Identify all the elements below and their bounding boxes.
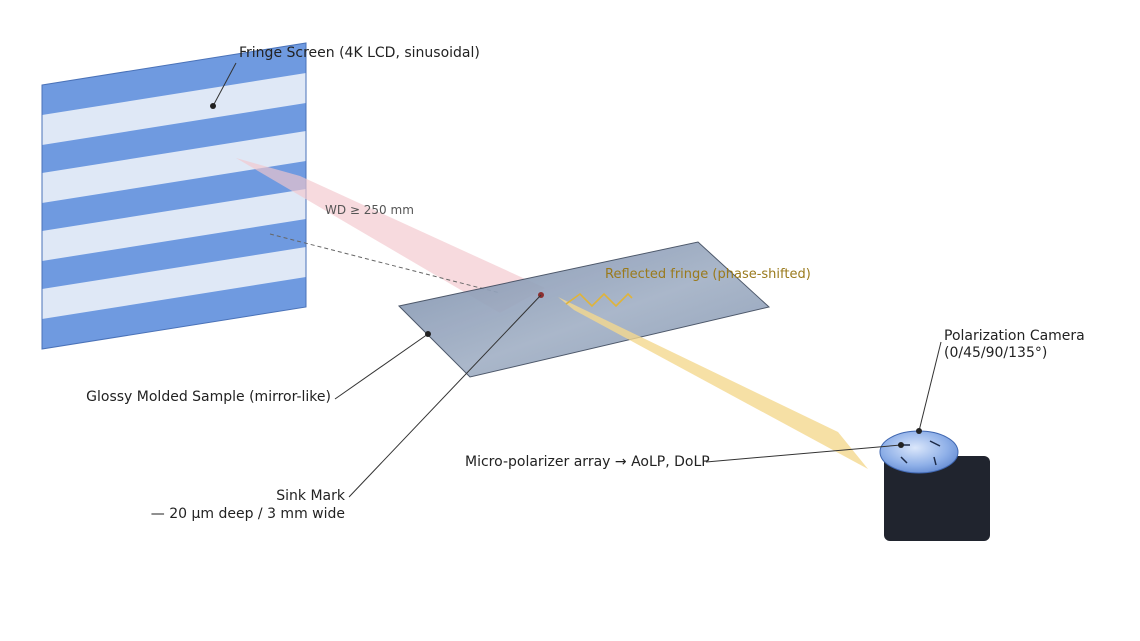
fringe-stripe-light [42, 131, 306, 203]
fringe-stripe-light [42, 73, 306, 145]
working-distance-line [269, 233, 501, 294]
camera-angles: (0/45/90/135°) [944, 345, 1047, 361]
fringe-stripe-light [42, 247, 306, 319]
reflected-fringe-label: Reflected fringe (phase-shifted) [605, 267, 811, 282]
fringe-stripe-light [42, 189, 306, 261]
fringe-screen [41, 42, 307, 350]
working-distance-label: WD ≥ 250 mm [325, 203, 414, 217]
micro-polarizer-label: Micro-polarizer array → AoLP, DoLP [465, 454, 710, 470]
reflected-beam [558, 297, 868, 469]
zigzag-wave-icon [565, 292, 633, 308]
polarization-camera [879, 430, 990, 541]
leader-lines [210, 62, 942, 498]
fringe-stripes [42, 73, 306, 319]
sample-label: Glossy Molded Sample (mirror-like) [86, 389, 331, 405]
glossy-sample-plate [397, 241, 771, 378]
incident-beam [236, 158, 545, 313]
sink-mark-label: Sink Mark [276, 488, 346, 504]
camera-label: Polarization Camera [944, 328, 1085, 344]
camera-body [884, 456, 990, 541]
camera-lens [879, 430, 959, 474]
sink-mark-detail: — 20 μm deep / 3 mm wide [151, 506, 345, 522]
fringe-screen-label: Fringe Screen (4K LCD, sinusoidal) [239, 45, 480, 61]
